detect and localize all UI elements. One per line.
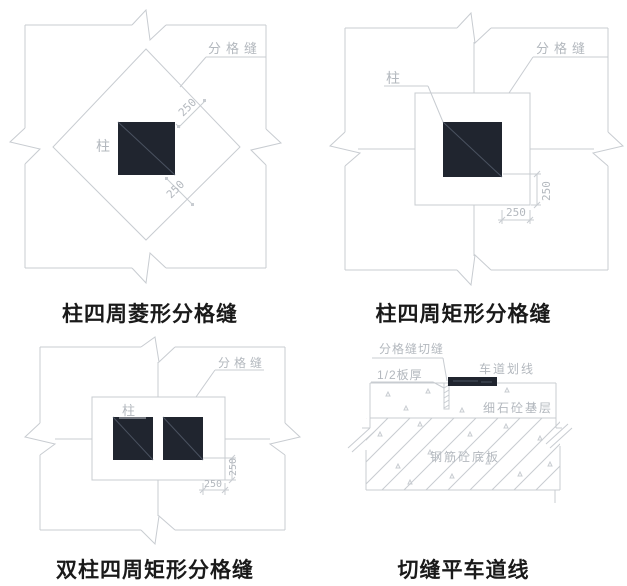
- dimension-bottom: 250: [199, 479, 229, 495]
- bottom-slab-label: 钢筋砼底板: [430, 449, 500, 464]
- column-diagonal-left: [112, 416, 154, 461]
- break-mark-top: [131, 8, 167, 42]
- panel-rect-joint-drawing: 柱 分格缝 250 250: [328, 11, 625, 287]
- column-label: 柱: [122, 403, 135, 418]
- break-mark-top: [140, 336, 176, 364]
- diamond-joint-line: [52, 48, 241, 241]
- base-layer-label: 细石砼基层: [483, 401, 553, 415]
- break-mark-left: [328, 131, 362, 167]
- column-leader: 柱: [119, 403, 146, 419]
- joint-leader: 分格缝: [508, 41, 608, 94]
- caption-rect-joint: 柱四周矩形分格缝: [375, 303, 552, 326]
- column-diagonal: [442, 121, 503, 178]
- dim-text: 250: [540, 181, 553, 201]
- break-mark-top: [456, 11, 492, 45]
- joint-leader: 分格缝: [179, 41, 266, 88]
- caption-section: 切缝平车道线: [397, 559, 530, 582]
- caption-diamond-joint: 柱四周菱形分格缝: [62, 303, 238, 326]
- break-mark-left: [23, 422, 57, 456]
- slab-outline: [8, 8, 283, 285]
- panel-section-drawing: 分格缝切缝 1/2板厚 车道划线 细石砼基层 钢筋砼底板: [347, 341, 573, 503]
- slab-outline: [23, 336, 302, 546]
- lane-marking-streaks: [453, 380, 492, 383]
- joint-label: 分格缝: [208, 41, 262, 56]
- dimension-right: 250: [203, 454, 239, 484]
- rect-joint-line: [91, 396, 226, 481]
- caption-double-column: 双柱四周矩形分格缝: [56, 559, 254, 582]
- column-diagonal-right: [162, 416, 204, 461]
- column-leader: 柱: [384, 70, 444, 123]
- joint-label: 分格缝: [536, 41, 590, 56]
- dimension-right: 250: [503, 170, 553, 209]
- panel-diamond-joint-drawing: 柱 分格缝 250 250: [8, 8, 283, 285]
- dimension-upper: 250: [175, 96, 206, 129]
- break-mark-bottom: [131, 251, 167, 285]
- column-label: 柱: [386, 70, 400, 86]
- saw-cut-label: 分格缝切缝: [379, 341, 444, 356]
- break-mark-left: [8, 127, 41, 165]
- dimension-lower: 250: [164, 177, 194, 206]
- saw-cut-leader: 分格缝切缝: [372, 341, 448, 382]
- dim-text: 250: [506, 206, 526, 219]
- break-mark-bottom: [456, 253, 492, 287]
- dim-text: 250: [164, 178, 187, 201]
- break-mark-right: [268, 422, 302, 456]
- panel-double-column-drawing: 柱 分格缝 250 250: [23, 336, 302, 546]
- joint-centerlines: [55, 362, 270, 516]
- joint-leader: 分格缝: [195, 355, 266, 398]
- half-depth-leader: 1/2板厚: [371, 368, 445, 389]
- break-mark-right: [591, 131, 625, 167]
- column-diagonal: [117, 121, 176, 176]
- joint-label: 分格缝: [218, 355, 266, 370]
- dim-text: 250: [228, 458, 239, 476]
- dimension-bottom: 250: [498, 206, 534, 224]
- break-mark-bottom: [140, 515, 176, 546]
- lane-marking-label: 车道划线: [479, 361, 535, 376]
- concrete-hatch: [366, 418, 560, 490]
- saw-cut: [443, 382, 450, 410]
- dim-text: 250: [204, 479, 222, 490]
- aggregate-marks: [377, 386, 553, 485]
- break-mark-right: [250, 128, 283, 166]
- slab-outline: [328, 11, 625, 287]
- dim-text: 250: [176, 96, 199, 119]
- half-depth-label: 1/2板厚: [377, 368, 423, 382]
- column-label: 柱: [96, 138, 110, 154]
- joint-centerlines: [358, 42, 594, 256]
